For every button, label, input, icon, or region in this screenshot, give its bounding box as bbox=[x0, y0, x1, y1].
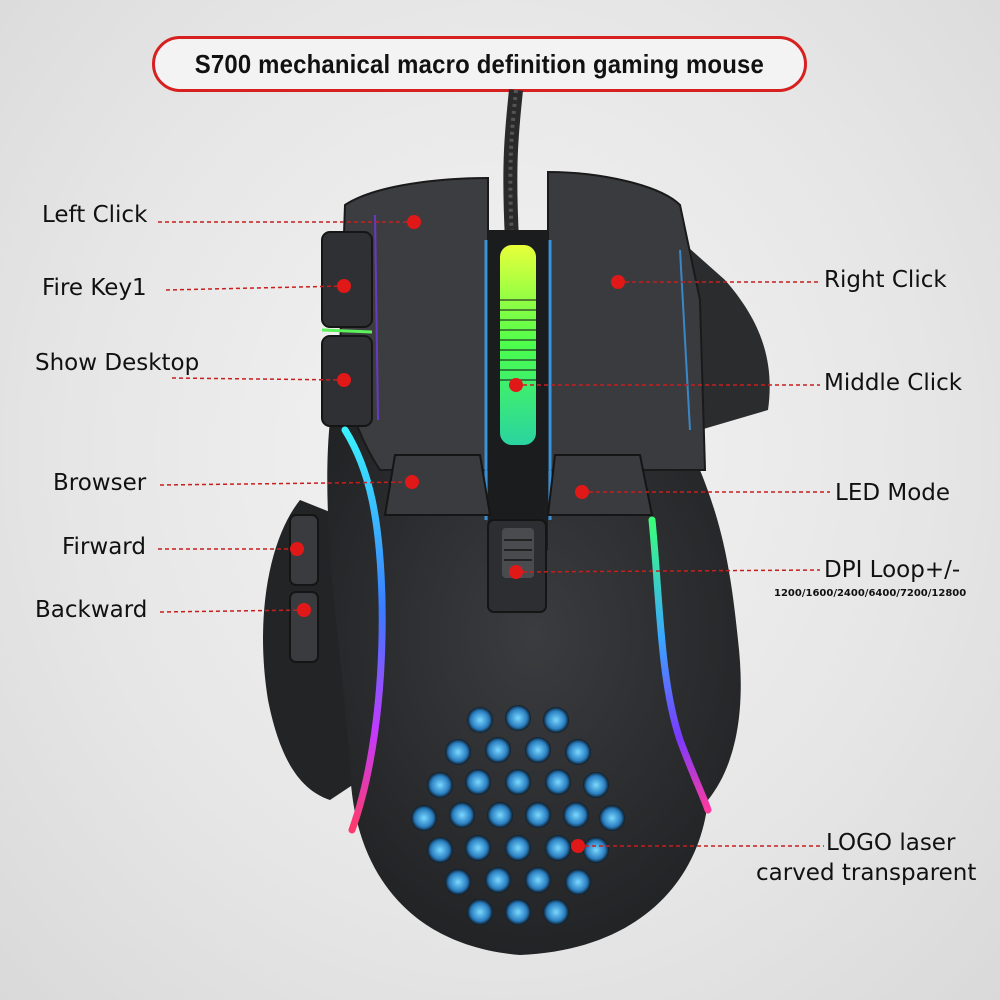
label-forward: Firward bbox=[62, 534, 146, 560]
page-title: S700 mechanical macro definition gaming … bbox=[194, 48, 765, 79]
honeycomb-logo bbox=[411, 705, 625, 925]
label-middle-click: Middle Click bbox=[824, 370, 963, 396]
led-strip-left bbox=[341, 426, 386, 834]
led-mode-button bbox=[546, 454, 654, 516]
callout-dot-forward bbox=[290, 542, 304, 556]
fire-key1 bbox=[321, 231, 373, 328]
callout-dot-browser bbox=[405, 475, 419, 489]
label-show-desktop: Show Desktop bbox=[35, 350, 200, 376]
forward-key bbox=[289, 514, 319, 586]
callout-dot-led-mode bbox=[575, 485, 589, 499]
browser-button bbox=[383, 454, 492, 516]
label-right-click: Right Click bbox=[824, 267, 947, 293]
callout-line-show-desktop bbox=[171, 377, 345, 381]
backward-key bbox=[289, 591, 319, 663]
callout-dot-right-click bbox=[611, 275, 625, 289]
callout-dot-logo bbox=[571, 839, 585, 853]
callout-dot-dpi bbox=[509, 565, 523, 579]
label-left-click: Left Click bbox=[42, 202, 148, 228]
right-button bbox=[547, 170, 707, 471]
led-strip-right bbox=[648, 516, 712, 814]
label-fire-key1: Fire Key1 bbox=[42, 275, 147, 301]
label-browser: Browser bbox=[53, 470, 147, 496]
callout-dot-show-desktop bbox=[337, 373, 351, 387]
callout-line-fire-key1 bbox=[165, 285, 345, 291]
callout-dot-middle-click bbox=[509, 378, 523, 392]
scroll-wheel bbox=[500, 245, 536, 445]
callout-line-backward bbox=[159, 609, 305, 613]
label-led-mode: LED Mode bbox=[835, 480, 951, 506]
callout-line-browser bbox=[159, 481, 413, 486]
label-logo-line2: carved transparent bbox=[756, 860, 977, 886]
callout-dot-backward bbox=[297, 603, 311, 617]
title-banner: S700 mechanical macro definition gaming … bbox=[152, 36, 807, 92]
label-dpi-values: 1200/1600/2400/6400/7200/12800 bbox=[774, 588, 967, 599]
callout-line-dpi bbox=[515, 569, 821, 573]
label-dpi-loop: DPI Loop+/- bbox=[824, 557, 961, 583]
callout-dot-fire-key1 bbox=[337, 279, 351, 293]
label-logo-line1: LOGO laser bbox=[826, 830, 956, 856]
callout-dot-left-click bbox=[407, 215, 421, 229]
cable bbox=[503, 89, 523, 241]
label-backward: Backward bbox=[35, 597, 148, 623]
